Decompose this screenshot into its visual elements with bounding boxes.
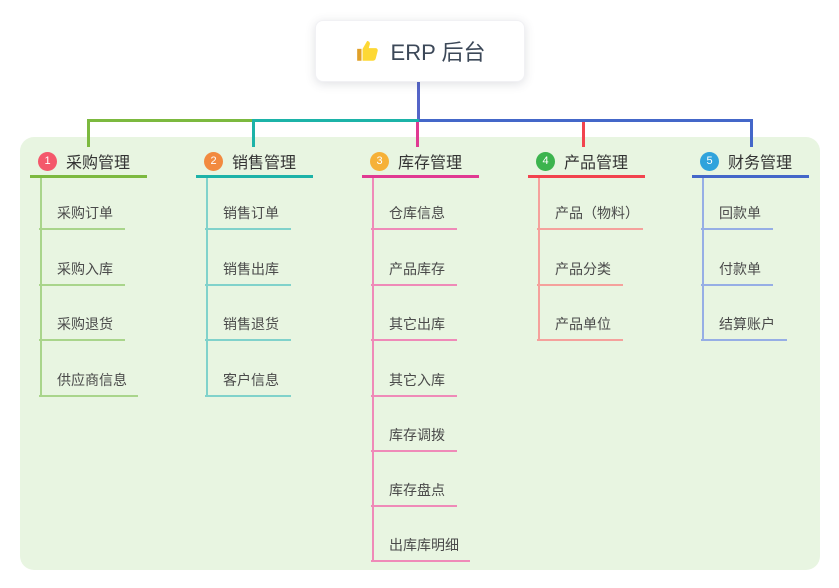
child-underline [39,339,125,341]
branch-underline [362,175,479,178]
child-underline [537,284,623,286]
child-node[interactable]: 其它出库 [389,316,445,332]
branch-trunk-line [206,178,208,397]
branch-header-inventory[interactable]: 3 库存管理 [370,150,462,172]
branch-label: 销售管理 [232,155,297,172]
child-underline [371,228,457,230]
child-underline [39,395,138,397]
child-node[interactable]: 采购入库 [57,261,113,277]
child-node[interactable]: 销售出库 [223,261,279,277]
thumbs-up-icon [355,38,381,64]
child-underline [371,505,457,507]
branch-trunk-line [538,178,540,341]
child-underline [701,339,787,341]
branch-underline [30,175,147,178]
child-underline [701,228,773,230]
child-underline [371,395,457,397]
branch-header-finance[interactable]: 5 财务管理 [700,150,792,172]
child-underline [371,450,457,452]
child-underline [537,228,643,230]
child-node[interactable]: 其它入库 [389,372,445,388]
child-node[interactable]: 产品单位 [555,316,611,332]
branch-number-badge: 4 [536,151,555,171]
branch-trunk-line [702,178,704,341]
branch-trunk-line [40,178,42,397]
child-underline [371,284,457,286]
branch-number-badge: 1 [38,151,57,171]
child-underline [701,284,773,286]
child-node[interactable]: 结算账户 [719,316,775,332]
branch-drop-finance [750,119,753,147]
branch-number-badge: 5 [700,151,719,171]
child-underline [205,284,291,286]
branch-header-product[interactable]: 4 产品管理 [536,150,628,172]
branch-drop-product [582,122,585,147]
branch-underline [196,175,313,178]
bus-segment-finance [419,119,753,122]
branch-label: 采购管理 [66,155,131,172]
child-underline [39,228,125,230]
child-underline [205,395,291,397]
branch-header-sales[interactable]: 2 销售管理 [204,150,296,172]
child-node[interactable]: 销售订单 [223,205,279,221]
child-node[interactable]: 客户信息 [223,372,279,388]
child-underline [39,284,125,286]
child-node[interactable]: 产品分类 [555,261,611,277]
child-node[interactable]: 仓库信息 [389,205,445,221]
child-node[interactable]: 出库库明细 [389,537,459,553]
child-node[interactable]: 回款单 [719,205,761,221]
child-node[interactable]: 库存盘点 [389,482,445,498]
branch-label: 库存管理 [398,155,463,172]
branch-drop-inventory [416,122,419,147]
branch-label: 财务管理 [728,155,793,172]
child-node[interactable]: 产品库存 [389,261,445,277]
child-node[interactable]: 产品（物料） [555,205,639,221]
child-node[interactable]: 付款单 [719,261,761,277]
child-underline [537,339,623,341]
branch-number-badge: 2 [204,151,223,171]
branch-trunk-line [372,178,374,562]
branch-label: 产品管理 [564,155,629,172]
child-underline [205,228,291,230]
child-node[interactable]: 采购订单 [57,205,113,221]
branch-drop-purchase [87,119,90,147]
child-node[interactable]: 销售退货 [223,316,279,332]
branch-underline [528,175,645,178]
branch-drop-sales [252,119,255,147]
child-node[interactable]: 供应商信息 [57,372,127,388]
child-underline [205,339,291,341]
root-title: ERP 后台 [390,40,486,65]
branch-underline [692,175,809,178]
mindmap-panel [20,137,820,570]
bus-segment-sales [252,119,419,122]
child-node[interactable]: 库存调拨 [389,427,445,443]
branch-header-purchase[interactable]: 1 采购管理 [38,150,130,172]
branch-number-badge: 3 [370,151,389,171]
child-underline [371,339,457,341]
child-underline [371,560,470,562]
root-node[interactable]: ERP 后台 [315,20,525,82]
root-connector-line [417,82,420,122]
bus-segment-purchase [87,119,254,122]
child-node[interactable]: 采购退货 [57,316,113,332]
